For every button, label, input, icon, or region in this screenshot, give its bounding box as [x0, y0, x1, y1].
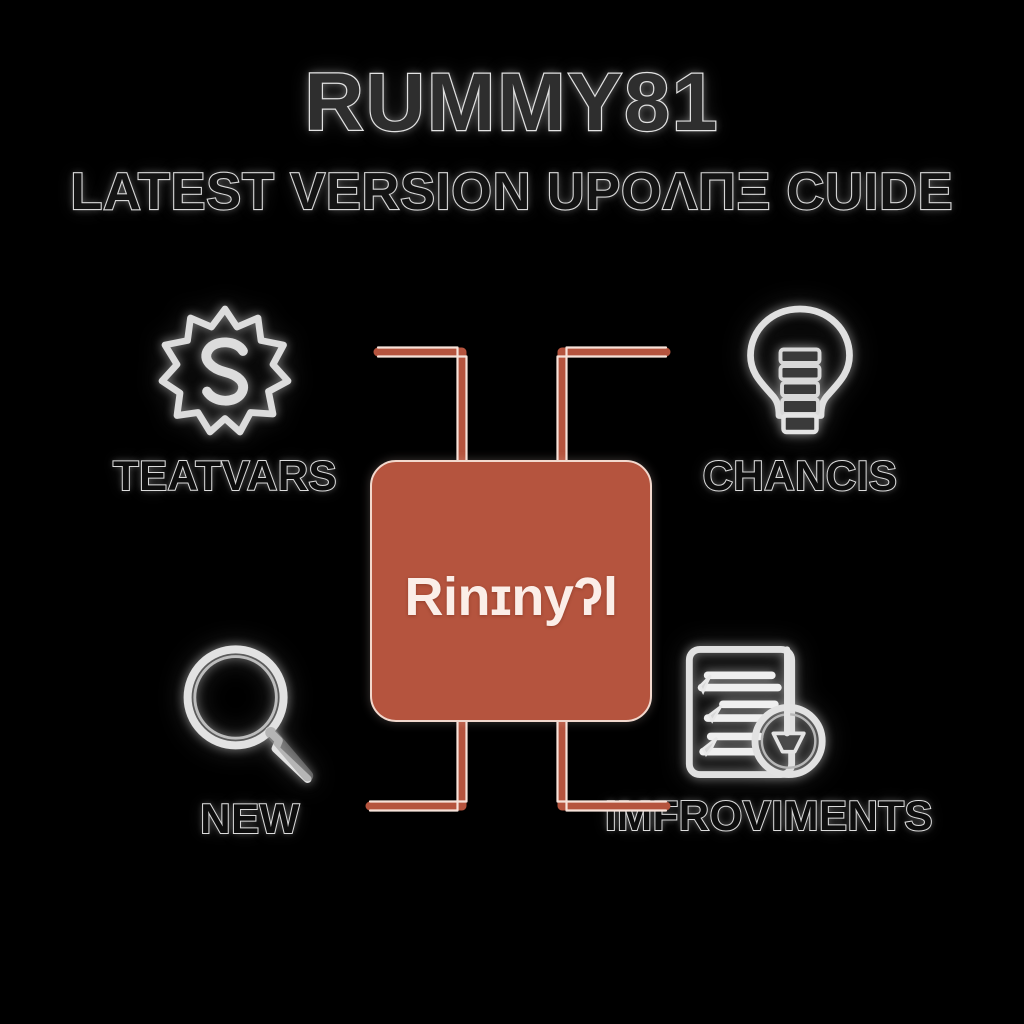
node-improvements-label: IMFROVIMENTS — [604, 791, 934, 840]
node-changes[interactable]: CHANCIS — [650, 292, 950, 500]
node-features[interactable]: TEATVARS — [75, 292, 375, 500]
node-new-label: NEW — [199, 794, 300, 843]
node-new[interactable]: NEW — [100, 635, 400, 843]
magnifier-icon — [100, 635, 400, 795]
title-block: RUMMY81 LATEST VERSION UPOΛΠΞ CUIDE — [0, 57, 1024, 221]
center-card-label: Rinɪnyʔl — [404, 567, 618, 627]
node-changes-label: CHANCIS — [702, 451, 898, 500]
document-checklist-icon — [605, 632, 905, 792]
page-title: RUMMY81 — [303, 57, 720, 148]
node-features-label: TEATVARS — [112, 451, 338, 500]
lightbulb-icon — [650, 292, 950, 452]
badge-star-s-icon — [75, 292, 375, 452]
page-subtitle: LATEST VERSION UPOΛΠΞ CUIDE — [69, 163, 954, 221]
center-card[interactable]: Rinɪnyʔl — [370, 460, 652, 722]
